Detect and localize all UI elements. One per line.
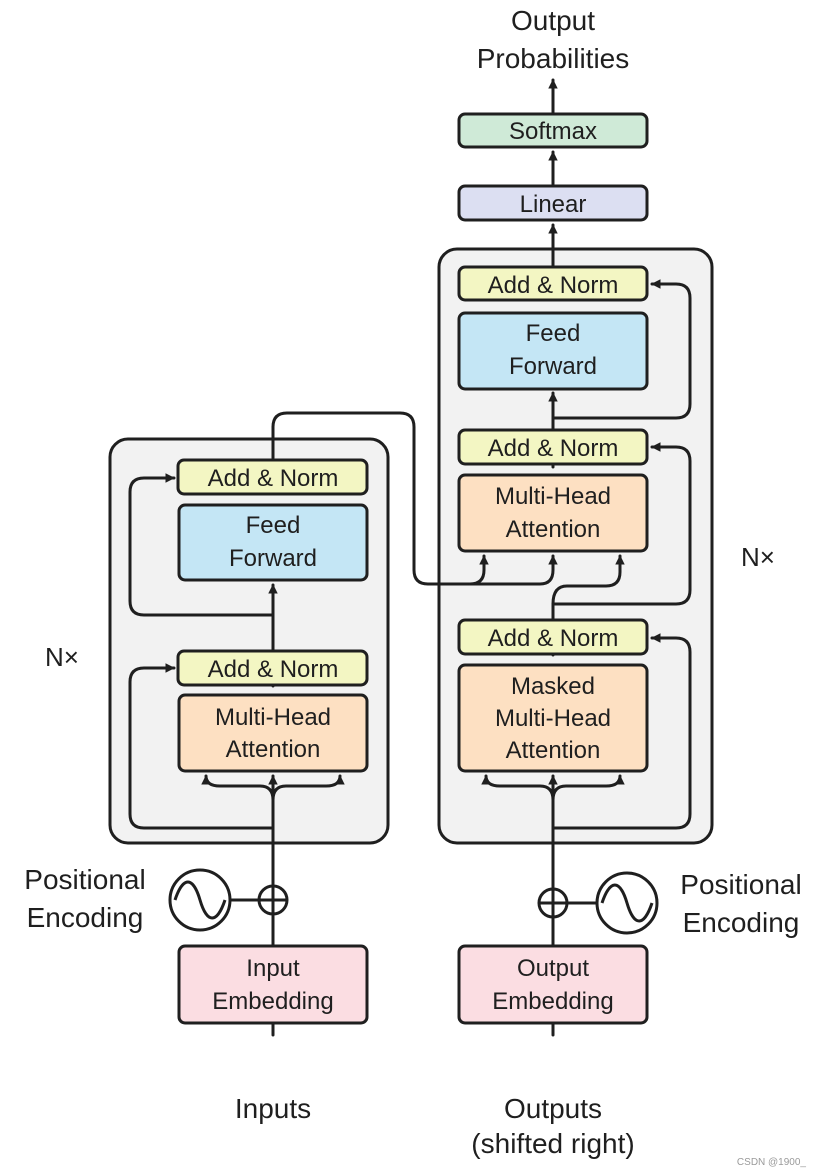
decoder-add-norm-bottom: Add & Norm (457, 618, 649, 656)
encoder-feed-forward: Feed Forward (177, 503, 369, 582)
encoder-repeat-label: N× (45, 642, 79, 672)
encoder-multi-head-attention: Multi-Head Attention (177, 693, 369, 773)
encoder-attention-line1: Multi-Head (215, 704, 331, 731)
decoder-add-norm-bottom-label: Add & Norm (488, 625, 619, 652)
encoder-attention-line2: Attention (226, 736, 321, 763)
decoder-repeat-label: N× (741, 542, 775, 572)
linear-label: Linear (520, 191, 587, 218)
decoder-masked-attention-line3: Attention (506, 737, 601, 764)
encoder-stack-container (108, 437, 390, 845)
decoder-embedding-line2: Embedding (492, 988, 613, 1015)
decoder-cross-attention-line1: Multi-Head (495, 483, 611, 510)
decoder-add-norm-top-label: Add & Norm (488, 272, 619, 299)
decoder-add-circle (537, 887, 569, 919)
decoder-positional-encoding-sine-icon (595, 871, 659, 935)
decoder-feed-forward: Feed Forward (457, 311, 649, 391)
decoder-masked-attention-line1: Masked (511, 673, 595, 700)
encoder-feed-forward-line2: Forward (229, 545, 317, 572)
encoder-add-norm-bottom-label: Add & Norm (208, 656, 339, 683)
encoder-embedding-line2: Embedding (212, 988, 333, 1015)
encoder-feed-forward-line1: Feed (246, 512, 301, 539)
encoder-positional-encoding-sine-icon (168, 868, 232, 932)
encoder-add-norm-top: Add & Norm (176, 458, 369, 496)
output-probabilities-line2: Probabilities (477, 43, 630, 74)
decoder-cross-attention-line2: Attention (506, 516, 601, 543)
decoder-add-norm-top: Add & Norm (457, 265, 649, 302)
outputs-label-line1: Outputs (504, 1093, 602, 1124)
encoder-positional-encoding-line2: Encoding (27, 902, 144, 933)
outputs-label-line2: (shifted right) (471, 1128, 634, 1159)
encoder-add-norm-top-label: Add & Norm (208, 465, 339, 492)
encoder-embedding-line1: Input (246, 955, 300, 982)
decoder-embedding-line1: Output (517, 955, 589, 982)
decoder-positional-encoding-line1: Positional (680, 869, 801, 900)
decoder-feed-forward-line1: Feed (526, 320, 581, 347)
decoder-cross-attention: Multi-Head Attention (457, 473, 649, 553)
linear-block: Linear (457, 184, 649, 222)
encoder-add-norm-bottom: Add & Norm (176, 649, 369, 687)
decoder-feed-forward-line2: Forward (509, 353, 597, 380)
decoder-add-norm-mid: Add & Norm (457, 428, 649, 466)
decoder-masked-attention-line2: Multi-Head (495, 705, 611, 732)
encoder-input-embedding: Input Embedding (177, 944, 369, 1025)
softmax-block: Softmax (457, 112, 649, 149)
decoder-add-norm-mid-label: Add & Norm (488, 435, 619, 462)
output-probabilities-line1: Output (511, 5, 595, 36)
decoder-masked-attention: Masked Multi-Head Attention (457, 663, 649, 773)
encoder-positional-encoding-line1: Positional (24, 864, 145, 895)
inputs-label: Inputs (235, 1093, 311, 1124)
encoder-add-circle (257, 884, 289, 916)
softmax-label: Softmax (509, 118, 597, 145)
watermark: CSDN @1900_ (737, 1157, 807, 1168)
decoder-positional-encoding-line2: Encoding (683, 907, 800, 938)
decoder-output-embedding: Output Embedding (457, 944, 649, 1025)
